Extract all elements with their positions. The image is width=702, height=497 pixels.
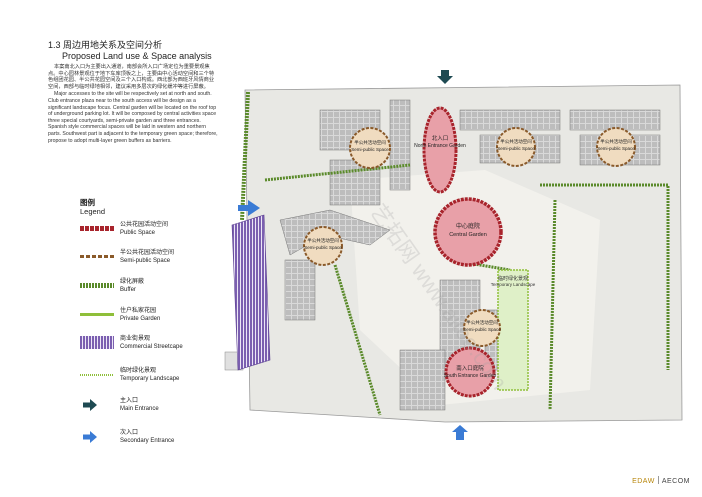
legend-label-cn: 主入口 — [120, 398, 139, 404]
north-entrance-label-en: North Entrance Garden — [414, 143, 466, 149]
buffer-swatch — [80, 283, 114, 288]
private-garden-swatch — [80, 313, 114, 316]
description-cn: 本案南北入口为主要出入通道，南部会所入口广场定位为重要景观焦点。中心园林景观位于… — [48, 64, 215, 90]
semi-label-cn: 半公共活动空间 — [600, 138, 632, 145]
semi-label-en: Semi-public Space — [351, 147, 389, 152]
semi-public-space: 半公共活动空间 Semi-public Space — [349, 127, 391, 169]
legend-label-en: Secondary Entrance — [120, 437, 175, 444]
description-en: Major accesses to the site will be respe… — [48, 91, 218, 144]
semi-label-cn: 半公共活动空间 — [500, 138, 532, 145]
central-garden-label-cn: 中心庭院 — [456, 222, 480, 230]
semi-label-cn: 半公共活动空间 — [466, 319, 498, 326]
legend-label-cn: 商业街景观 — [120, 336, 151, 342]
south-entrance-label-cn: 南入口庭院 — [456, 364, 484, 372]
semi-label-en: Semi-public Space — [304, 245, 342, 250]
central-garden — [433, 197, 503, 267]
legend-label-en: Public Space — [120, 229, 156, 236]
page-heading: 1.3 周边用地关系及空间分析 Proposed Land use & Spac… — [48, 40, 212, 62]
legend-title-cn: 图例 — [80, 198, 95, 207]
heading-en: Proposed Land use & Space analysis — [62, 51, 212, 61]
south-entrance-label-en: South Entrance Garden — [444, 373, 497, 379]
legend-label-en: Private Garden — [120, 315, 161, 322]
legend-label-cn: 半公共花园活动空间 — [120, 250, 175, 256]
building-block — [389, 99, 411, 191]
secondary-entrance-arrow-icon — [452, 425, 468, 440]
legend-label-cn: 次入口 — [120, 430, 139, 436]
north-entrance-label-cn: 北入口 — [432, 134, 449, 142]
footer-brand: EDAW AECOM — [632, 476, 690, 485]
site-plan: 临时绿化景观 Temporary Landscape 北入口 North Ent… — [224, 70, 683, 440]
temporary-landscape-area — [497, 269, 529, 391]
south-entrance-garden — [444, 346, 496, 398]
buffer-strip — [264, 163, 411, 182]
semi-public-space: 半公共活动空间 Semi-public Space — [303, 226, 343, 266]
commercial-streetscape — [231, 214, 271, 371]
description-block: 本案南北入口为主要出入通道，南部会所入口广场定位为重要景观焦点。中心园林景观位于… — [48, 64, 218, 145]
buffer-strip — [548, 199, 557, 411]
building-block — [284, 259, 316, 321]
main-entrance-arrow-icon — [83, 399, 97, 411]
brand-aecom: AECOM — [661, 478, 690, 485]
main-entrance-arrow-icon — [437, 70, 453, 84]
secondary-entrance-arrow-icon — [238, 200, 260, 216]
buffer-strip — [240, 91, 250, 221]
legend-label-cn: 公共花园活动空间 — [120, 222, 169, 228]
legend-title: 图例 Legend — [80, 198, 105, 216]
temporary-label-en: Temporary Landscape — [491, 282, 536, 287]
building-block — [459, 109, 561, 131]
temporary-label-cn: 临时绿化景观 — [498, 275, 528, 282]
legend-label-en: Semi-public Space — [120, 257, 171, 264]
commercial-swatch — [80, 336, 114, 349]
secondary-entrance-arrow-icon — [83, 431, 97, 443]
semi-label-en: Semi-public Space — [597, 146, 635, 151]
heading-cn: 1.3 周边用地关系及空间分析 — [48, 40, 163, 50]
north-entrance-garden — [422, 106, 458, 194]
legend-label-cn: 住户私家花园 — [120, 308, 157, 314]
building-block — [569, 109, 661, 131]
legend-title-en: Legend — [80, 207, 106, 216]
buffer-strip — [333, 264, 382, 416]
semi-label-en: Semi-public Space — [497, 146, 535, 151]
legend-label-en: Temporary Landscape — [120, 375, 180, 382]
legend-label-en: Commercial Streetcape — [120, 343, 183, 350]
legend-label-en: Main Entrance — [120, 405, 159, 412]
legend-label-en: Buffer — [120, 286, 136, 293]
semi-label-cn: 半公共活动空间 — [354, 139, 386, 146]
semi-label-cn: 半公共活动空间 — [307, 237, 339, 244]
semi-public-space: 半公共活动空间 Semi-public Space — [596, 127, 636, 167]
legend-label-cn: 绿化屏蔽 — [120, 279, 145, 285]
semi-label-en: Semi-public Space — [463, 327, 501, 332]
temporary-swatch — [80, 374, 114, 376]
clubhouse-block — [399, 349, 446, 411]
central-garden-label-en: Central Garden — [449, 232, 487, 238]
legend-label-cn: 临时绿化景观 — [120, 368, 157, 374]
public-space-swatch — [80, 226, 114, 231]
semi-public-swatch — [80, 255, 114, 258]
buffer-strip — [540, 183, 670, 370]
semi-public-space: 半公共活动空间 Semi-public Space — [496, 127, 536, 167]
brand-edaw: EDAW — [632, 478, 655, 485]
semi-public-space: 半公共活动空间 Semi-public Space — [463, 309, 501, 347]
